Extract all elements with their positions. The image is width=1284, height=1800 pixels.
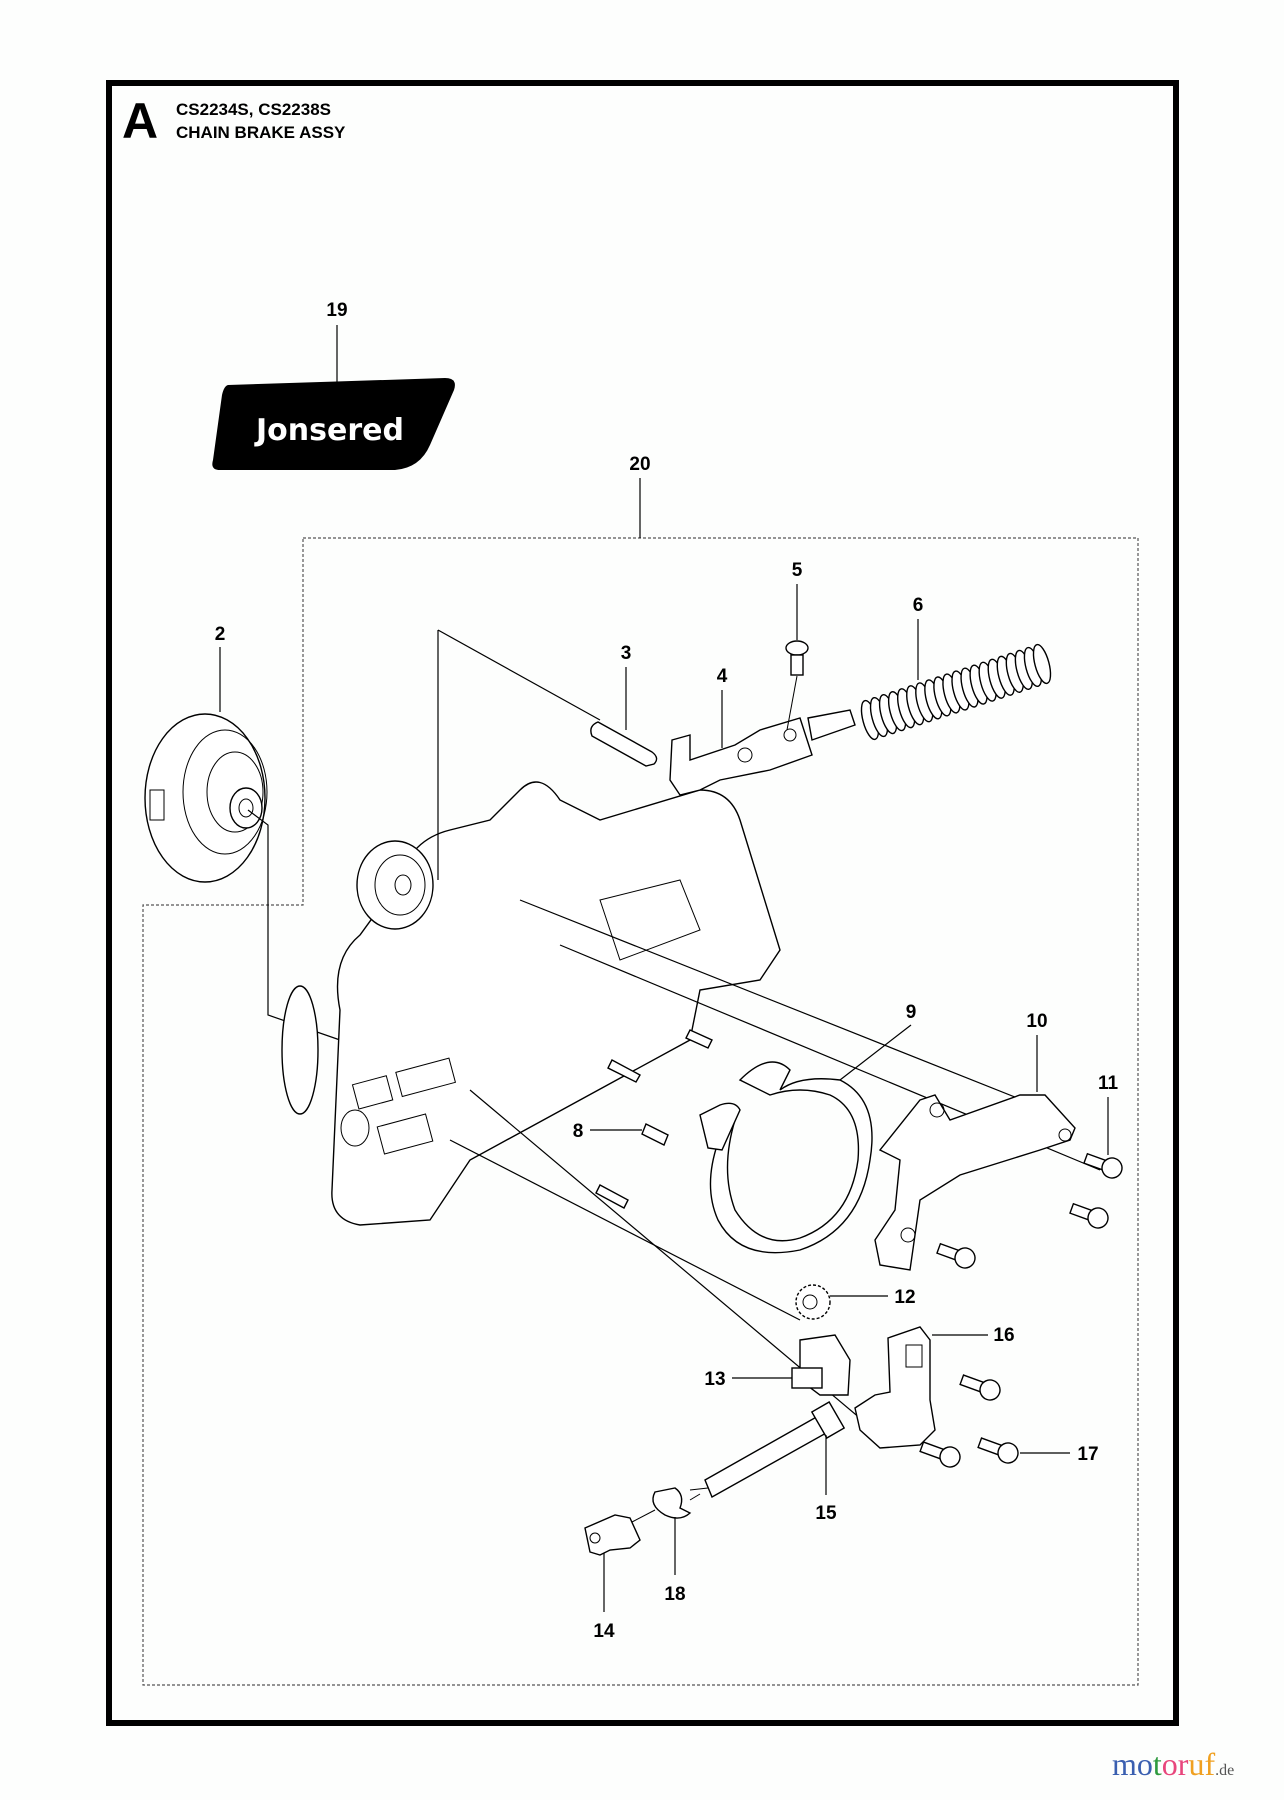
housing-pin xyxy=(685,1029,713,1049)
watermark-letter: r xyxy=(1177,1746,1189,1782)
label-20[interactable]: 20 xyxy=(629,454,650,475)
part-5-screw[interactable] xyxy=(785,640,809,676)
label-9[interactable]: 9 xyxy=(906,1002,917,1023)
watermark-letter: t xyxy=(1152,1746,1162,1782)
assembly-line-5 xyxy=(786,675,798,731)
part-14-tensioner-nut[interactable] xyxy=(584,1514,641,1556)
diagram-frame xyxy=(106,80,1179,1726)
part-2-clutch-drum[interactable] xyxy=(144,713,268,883)
part-12-gear[interactable] xyxy=(795,1284,831,1320)
assembly-line-18 xyxy=(689,1493,701,1501)
part-18-clip[interactable] xyxy=(652,1487,692,1519)
clutch-cover-housing[interactable] xyxy=(281,781,781,1226)
label-17[interactable]: 17 xyxy=(1077,1444,1098,1465)
spring-coil xyxy=(1032,643,1052,685)
guide-line xyxy=(437,629,601,721)
part-15-tensioner-screw[interactable] xyxy=(689,1401,846,1498)
label-18[interactable]: 18 xyxy=(664,1584,685,1605)
label-16[interactable]: 16 xyxy=(993,1325,1014,1346)
housing-pin xyxy=(607,1059,641,1083)
part-8-pin[interactable] xyxy=(641,1123,669,1146)
model-numbers: CS2234S, CS2238S xyxy=(176,100,331,119)
label-11[interactable]: 11 xyxy=(1098,1073,1119,1094)
guide-line xyxy=(519,899,1061,1116)
part-6-spring[interactable] xyxy=(807,643,1054,741)
part-4-brake-lever[interactable] xyxy=(669,717,813,796)
part-3-pin[interactable] xyxy=(590,721,658,767)
decal-shape xyxy=(212,378,455,470)
part-19-logo-decal[interactable]: Jonsered xyxy=(212,378,455,470)
watermark-letter: u xyxy=(1188,1746,1205,1782)
part-10-cover-plate[interactable] xyxy=(874,1094,1076,1271)
part-16-tensioner-bracket[interactable] xyxy=(854,1326,936,1449)
label-14[interactable]: 14 xyxy=(593,1621,615,1642)
watermark-letter: o xyxy=(1161,1746,1178,1782)
label-15[interactable]: 15 xyxy=(815,1503,837,1524)
label-4[interactable]: 4 xyxy=(717,666,728,687)
watermark-letter: o xyxy=(1136,1746,1153,1782)
housing-pin xyxy=(595,1184,629,1209)
watermark-letter: f xyxy=(1204,1746,1216,1782)
label-6[interactable]: 6 xyxy=(913,595,924,616)
label-8[interactable]: 8 xyxy=(573,1121,584,1142)
part-11-screws[interactable] xyxy=(935,1149,1125,1271)
decal-logo-text: Jonsered xyxy=(254,413,404,448)
part-9-brake-band[interactable] xyxy=(699,1061,873,1254)
label-19[interactable]: 19 xyxy=(326,300,347,321)
assembly-20-boundary xyxy=(142,537,1139,1686)
watermark-letter: m xyxy=(1112,1746,1137,1782)
label-3[interactable]: 3 xyxy=(621,643,632,664)
section-letter: A xyxy=(122,93,159,149)
label-2[interactable]: 2 xyxy=(215,624,226,645)
label-10[interactable]: 10 xyxy=(1026,1011,1047,1032)
label-5[interactable]: 5 xyxy=(792,560,803,581)
guide-line xyxy=(449,1139,801,1321)
part-17-screws[interactable] xyxy=(918,1370,1020,1469)
assembly-line-14 xyxy=(631,1509,656,1523)
label-13[interactable]: 13 xyxy=(704,1369,725,1390)
motoruf-watermark[interactable]: motoruf.de xyxy=(1112,1746,1234,1783)
assembly-title: CHAIN BRAKE ASSY xyxy=(176,123,346,142)
label-12[interactable]: 12 xyxy=(894,1287,915,1308)
watermark-tld: .de xyxy=(1215,1762,1235,1779)
part-13-adjuster[interactable] xyxy=(791,1334,851,1396)
leader-9 xyxy=(839,1024,912,1081)
